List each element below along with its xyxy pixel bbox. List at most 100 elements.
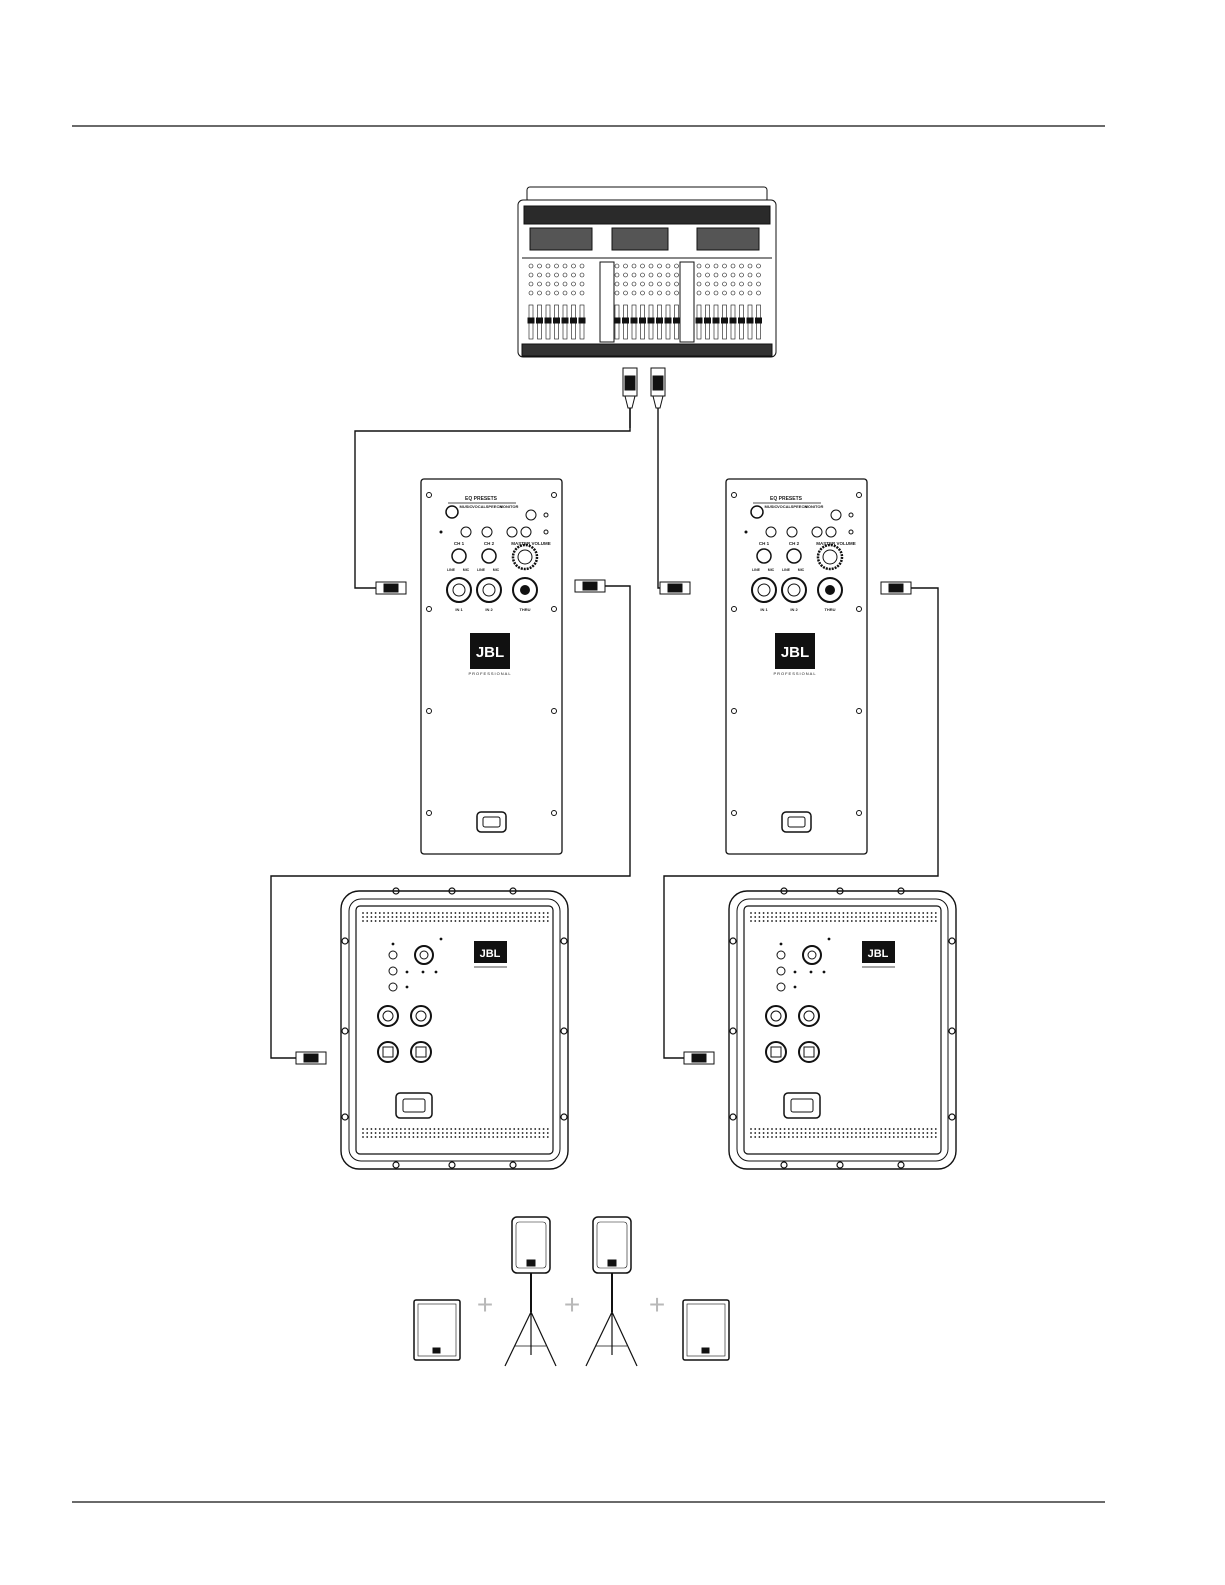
mic-label: MIC: [493, 568, 500, 572]
vent-hole: [404, 1136, 406, 1138]
vent-hole: [775, 912, 777, 914]
vent-hole: [876, 920, 878, 922]
vent-hole: [826, 912, 828, 914]
xlr-connector-grip: [304, 1054, 318, 1062]
vent-hole: [855, 1136, 857, 1138]
vent-hole: [771, 1132, 773, 1134]
line-label: LINE: [447, 568, 456, 572]
vent-hole: [935, 916, 937, 918]
vent-hole: [880, 920, 882, 922]
vent-hole: [396, 1136, 398, 1138]
vent-hole: [379, 912, 381, 914]
vent-hole: [872, 1128, 874, 1130]
vent-hole: [413, 916, 415, 918]
ch2-label: CH 2: [484, 541, 495, 546]
eq-option-label: MUSIC: [460, 504, 473, 509]
thru-output-jack-center: [825, 585, 835, 595]
vent-hole: [404, 912, 406, 914]
vent-hole: [513, 912, 515, 914]
mic-label: MIC: [768, 568, 775, 572]
vent-hole: [868, 1128, 870, 1130]
vent-hole: [885, 916, 887, 918]
vent-hole: [484, 1132, 486, 1134]
vent-hole: [922, 920, 924, 922]
vent-hole: [455, 920, 457, 922]
vent-hole: [859, 1136, 861, 1138]
vent-hole: [813, 920, 815, 922]
vent-hole: [906, 912, 908, 914]
vent-hole: [822, 916, 824, 918]
vent-hole: [392, 920, 394, 922]
vent-hole: [480, 1128, 482, 1130]
vent-hole: [775, 916, 777, 918]
vent-hole: [459, 1132, 461, 1134]
vent-hole: [838, 1128, 840, 1130]
eq-option-label: MONITOR: [805, 504, 824, 509]
vent-hole: [822, 920, 824, 922]
vent-hole: [383, 1128, 385, 1130]
vent-hole: [927, 1128, 929, 1130]
mixing-console: [518, 187, 776, 357]
vent-hole: [429, 920, 431, 922]
vent-hole: [838, 912, 840, 914]
vent-hole: [931, 916, 933, 918]
led-icon: [780, 943, 783, 946]
vent-hole: [906, 1132, 908, 1134]
vent-hole: [838, 1136, 840, 1138]
vent-hole: [906, 916, 908, 918]
vent-hole: [801, 1128, 803, 1130]
vent-hole: [396, 1128, 398, 1130]
vent-hole: [463, 920, 465, 922]
vent-hole: [788, 1132, 790, 1134]
vent-hole: [796, 1136, 798, 1138]
vent-hole: [910, 1132, 912, 1134]
vent-hole: [408, 920, 410, 922]
vent-hole: [522, 912, 524, 914]
vent-hole: [931, 912, 933, 914]
speaker-on-stand-icon-right: [586, 1217, 637, 1366]
vent-hole: [876, 1128, 878, 1130]
vent-hole: [434, 1128, 436, 1130]
fader-cap-icon: [713, 318, 719, 323]
vent-hole: [801, 916, 803, 918]
vent-hole: [809, 1136, 811, 1138]
vent-hole: [471, 1128, 473, 1130]
vent-hole: [813, 1128, 815, 1130]
vent-hole: [492, 912, 494, 914]
jbl-logo-text: JBL: [781, 644, 809, 661]
vent-hole: [935, 912, 937, 914]
vent-hole: [408, 1128, 410, 1130]
vent-hole: [543, 920, 545, 922]
vent-hole: [459, 912, 461, 914]
vent-hole: [501, 920, 503, 922]
vent-hole: [843, 916, 845, 918]
vent-hole: [501, 912, 503, 914]
vent-hole: [534, 916, 536, 918]
vent-hole: [366, 912, 368, 914]
vent-hole: [501, 1128, 503, 1130]
vent-hole: [371, 1128, 373, 1130]
subwoofer-rear-panel-left: JBL: [341, 888, 568, 1169]
vent-hole: [880, 1136, 882, 1138]
vent-hole: [922, 916, 924, 918]
vent-hole: [417, 1132, 419, 1134]
jbl-logo-text: JBL: [480, 948, 501, 960]
vent-hole: [392, 1128, 394, 1130]
vent-hole: [450, 1136, 452, 1138]
vent-hole: [505, 1128, 507, 1130]
vent-hole: [834, 1132, 836, 1134]
vent-hole: [530, 912, 532, 914]
vent-hole: [476, 912, 478, 914]
fader-cap-icon: [614, 318, 620, 323]
vent-hole: [834, 920, 836, 922]
fader-cap-icon: [657, 318, 663, 323]
vent-hole: [513, 1136, 515, 1138]
vent-hole: [910, 920, 912, 922]
vent-hole: [505, 916, 507, 918]
vent-hole: [429, 1132, 431, 1134]
vent-hole: [530, 1128, 532, 1130]
vent-hole: [872, 1132, 874, 1134]
vent-hole: [463, 1132, 465, 1134]
vent-hole: [459, 1136, 461, 1138]
